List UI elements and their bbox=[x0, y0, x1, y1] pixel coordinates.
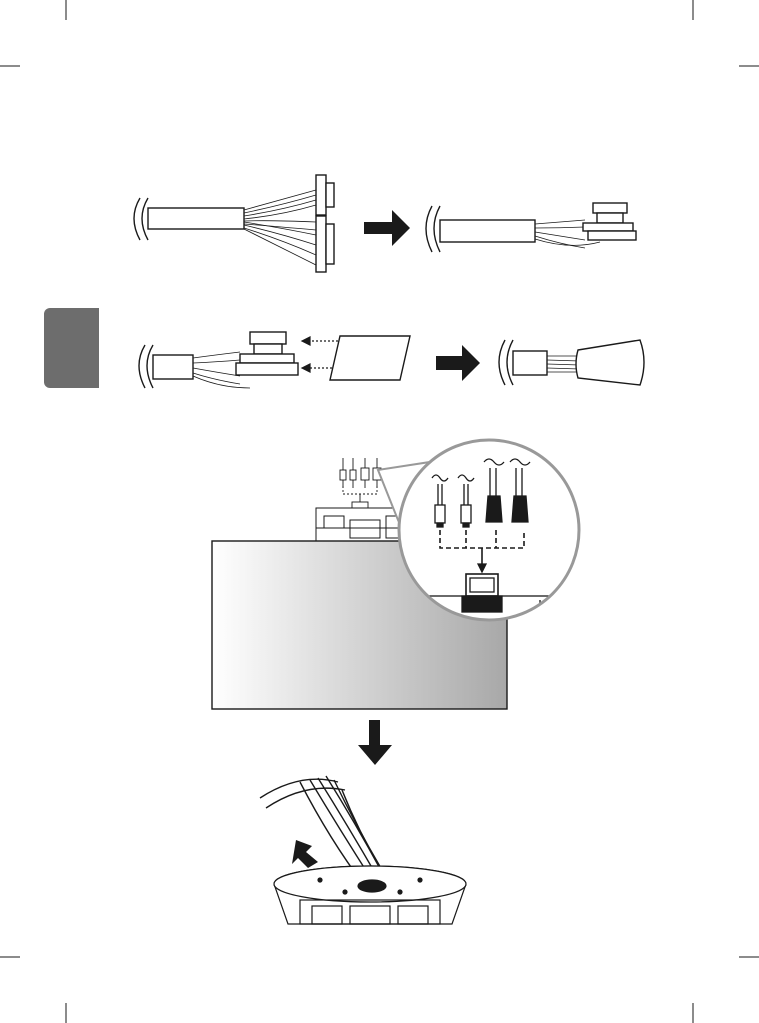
process-arrow-icon bbox=[364, 210, 410, 246]
insert-arrow-icon bbox=[292, 840, 318, 868]
step-2-cable-compact bbox=[139, 332, 298, 388]
step-1-cable-before bbox=[134, 175, 334, 272]
stand-base bbox=[274, 866, 466, 924]
process-arrow-icon bbox=[436, 345, 480, 381]
board-connectors-small bbox=[340, 458, 381, 512]
arrow-down-icon bbox=[358, 720, 392, 765]
step-1-cable-after bbox=[426, 203, 636, 252]
sleeve-sheet bbox=[330, 336, 410, 380]
step-2-cable-covered bbox=[499, 340, 644, 385]
